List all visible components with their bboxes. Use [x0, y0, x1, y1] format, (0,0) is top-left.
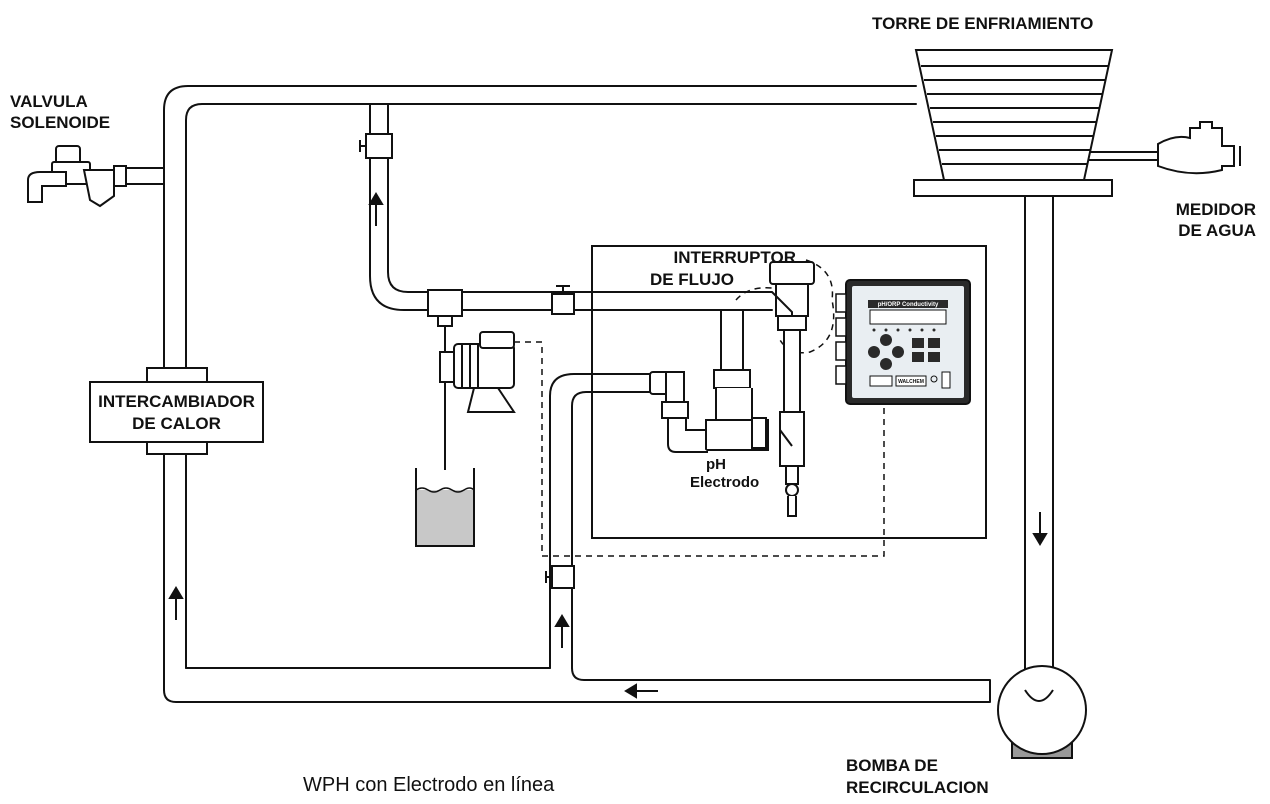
cooling-tower-label: TORRE DE ENFRIAMIENTO	[872, 14, 1094, 33]
controller-panel-frame	[591, 245, 987, 539]
walchem-controller: pH/ORP Conductivity WALCHEM	[835, 279, 971, 405]
recirculation-pump	[989, 665, 1087, 759]
inlet-ball-valve	[551, 285, 575, 315]
cooling-tower	[913, 49, 1114, 197]
arrow-left-bottom	[624, 683, 658, 699]
flow-arrows	[168, 192, 1048, 699]
heat-exchanger: INTERCAMBIADOR DE CALOR	[89, 381, 264, 443]
solenoid-valve-label-1: VALVULA	[10, 92, 88, 111]
tower-return-pipe	[1024, 195, 1054, 691]
solenoid-valve	[27, 145, 165, 208]
ph-electrode-label-2: Electrodo	[690, 474, 760, 491]
sample-branch-pipe	[369, 103, 773, 311]
heat-exchanger-label-2: DE CALOR	[132, 414, 221, 433]
makeup-water-pipe	[1081, 151, 1159, 161]
diagram-caption: WPH con Electrodo en línea	[303, 774, 555, 796]
heat-exchanger-label-1: INTERCAMBIADOR	[98, 392, 255, 411]
branch-ball-valve	[359, 133, 393, 159]
controller-keypad	[868, 334, 940, 370]
return-ball-valve	[545, 565, 575, 589]
sample-return-pipe	[549, 373, 651, 669]
water-meter-label-2: DE AGUA	[1178, 221, 1256, 240]
injection-tee	[427, 289, 463, 470]
water-meter-label-1: MEDIDOR	[1175, 200, 1256, 219]
ph-electrode-label-1: pH	[706, 456, 726, 473]
chemical-tank	[415, 468, 475, 547]
signal-cables	[514, 259, 885, 557]
pump-label-1: BOMBA DE	[846, 756, 938, 775]
arrow-up-left	[168, 586, 184, 620]
flow-switch-label-1: INTERRUPTOR	[673, 248, 796, 267]
arrow-up-return	[554, 614, 570, 648]
metering-pump	[439, 331, 516, 413]
arrow-up-branch	[368, 192, 384, 226]
controller-led-row	[872, 328, 936, 332]
main-loop-pipe	[163, 85, 991, 703]
solenoid-valve-label-2: SOLENOIDE	[10, 113, 111, 132]
controller-brand: WALCHEM	[898, 379, 924, 385]
flow-switch-label-2: DE FLUJO	[649, 270, 734, 289]
flow-cell-assembly	[649, 261, 815, 517]
arrow-down-tower	[1032, 512, 1048, 546]
pump-label-2: RECIRCULACION	[846, 778, 989, 797]
controller-title: pH/ORP Conductivity	[878, 302, 939, 308]
water-meter	[1157, 121, 1241, 175]
